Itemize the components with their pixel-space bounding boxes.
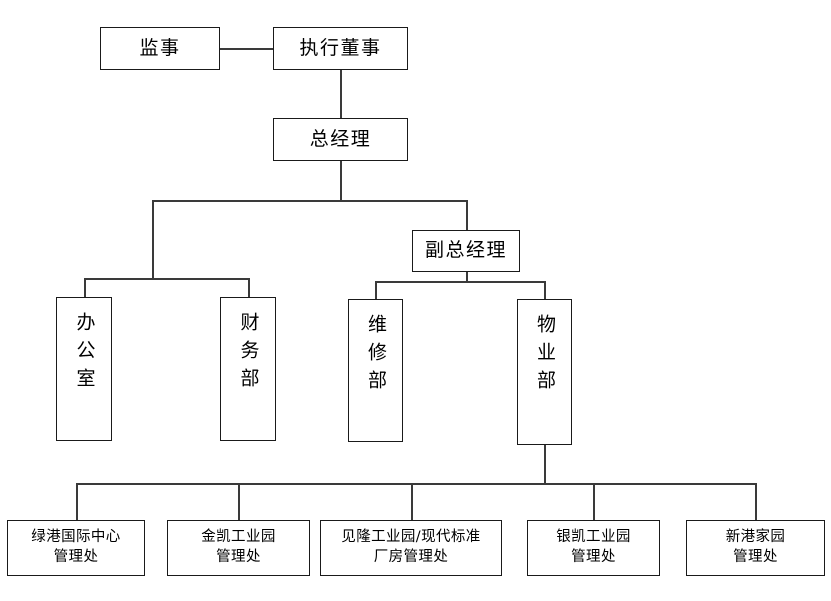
connector-drop-office-1: [76, 483, 78, 520]
connector-drop-office: [84, 278, 86, 298]
connector-deputy-to-sub-bus: [466, 272, 468, 282]
connector-drop-maintenance: [375, 281, 377, 300]
connector-deputy-general-manager-stem: [466, 200, 468, 230]
node-supervisor-label: 监事: [139, 36, 181, 59]
connector-drop-office-3: [411, 483, 413, 520]
node-management-office-1[interactable]: 绿港国际中心 管理处: [7, 520, 145, 576]
connector-executive-director-to-general-manager: [340, 70, 342, 118]
node-executive-director-label: 执行董事: [299, 36, 382, 59]
connector-drop-office-5: [755, 483, 757, 520]
node-supervisor[interactable]: 监事: [100, 27, 220, 70]
node-deputy-general-manager[interactable]: 副总经理: [412, 230, 520, 272]
node-office-label: 办公室: [73, 312, 96, 396]
node-management-office-5-label: 新港家园 管理处: [725, 529, 786, 565]
node-management-office-2[interactable]: 金凯工业园 管理处: [167, 520, 310, 576]
node-executive-director[interactable]: 执行董事: [273, 27, 408, 70]
node-property[interactable]: 物业部: [517, 299, 572, 445]
node-general-manager[interactable]: 总经理: [273, 118, 408, 161]
connector-property-to-bottom-bus: [544, 445, 546, 484]
node-property-label: 物业部: [534, 314, 556, 398]
node-management-office-2-label: 金凯工业园 管理处: [201, 529, 276, 565]
connector-general-manager-stem: [340, 160, 342, 201]
node-management-office-3-label: 见隆工业园/现代标准 厂房管理处: [341, 529, 481, 565]
node-general-manager-label: 总经理: [309, 127, 372, 150]
connector-drop-office-2: [238, 483, 240, 520]
connector-left-branch-stem: [152, 200, 154, 279]
node-management-office-3[interactable]: 见隆工业园/现代标准 厂房管理处: [320, 520, 502, 576]
connector-drop-finance: [248, 278, 250, 298]
connector-bottom-bus: [76, 483, 755, 485]
connector-main-bus: [152, 200, 467, 202]
node-maintenance[interactable]: 维修部: [348, 299, 403, 442]
node-finance-label: 财务部: [237, 312, 260, 396]
node-office[interactable]: 办公室: [56, 297, 112, 441]
connector-supervisor-to-executive-director: [220, 48, 273, 50]
node-deputy-general-manager-label: 副总经理: [424, 239, 507, 262]
connector-right-sub-bus: [375, 281, 545, 283]
connector-left-sub-bus: [84, 278, 248, 280]
node-management-office-5[interactable]: 新港家园 管理处: [686, 520, 825, 576]
node-finance[interactable]: 财务部: [220, 297, 276, 441]
connector-drop-office-4: [593, 483, 595, 520]
node-management-office-4[interactable]: 银凯工业园 管理处: [527, 520, 660, 576]
node-maintenance-label: 维修部: [365, 314, 387, 398]
connector-drop-property: [544, 281, 546, 300]
node-management-office-4-label: 银凯工业园 管理处: [556, 529, 631, 565]
node-management-office-1-label: 绿港国际中心 管理处: [31, 529, 121, 565]
